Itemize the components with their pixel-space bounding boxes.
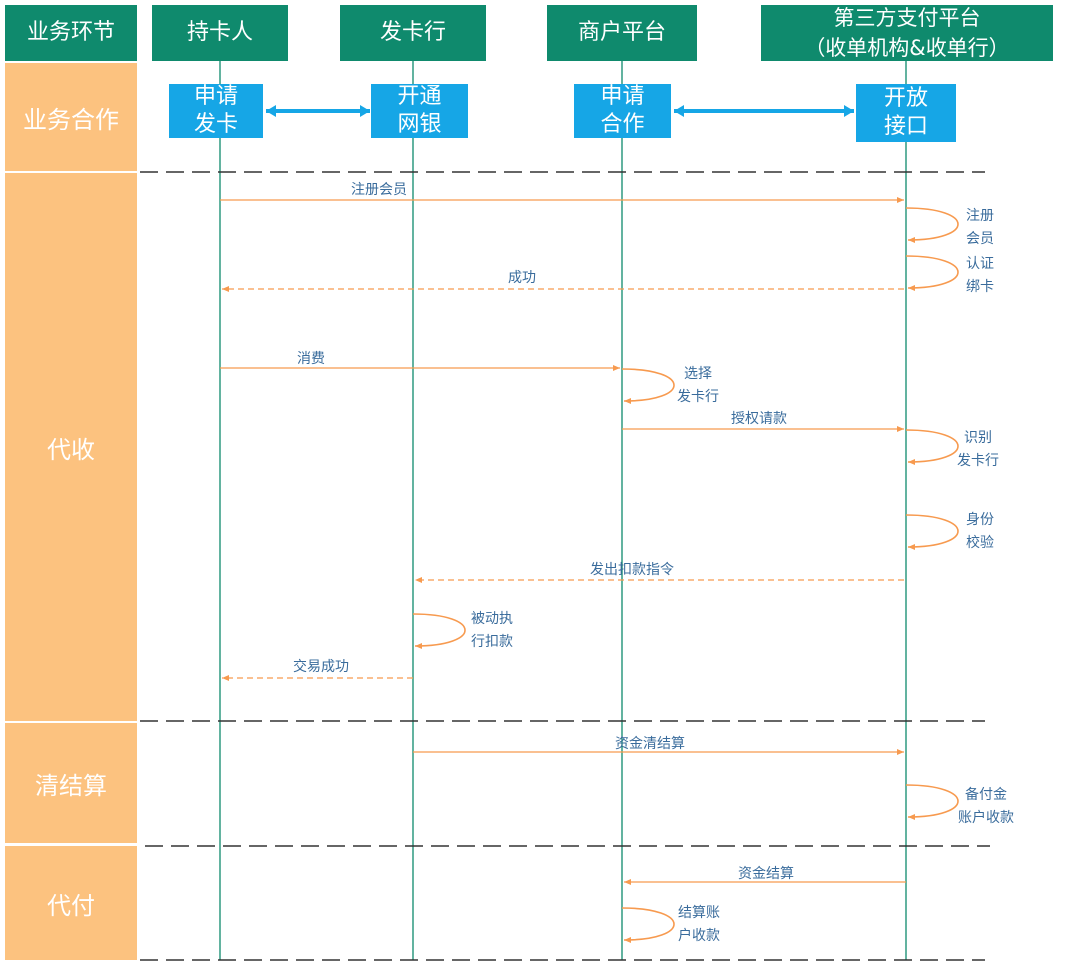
msg-clearing-label: 资金清结算: [615, 736, 685, 752]
note-id-check-line1: 身份: [966, 512, 994, 528]
self-loop-verify: [905, 255, 959, 291]
header-merchant: 商户平台: [547, 5, 697, 61]
msg-trade-success-label: 交易成功: [293, 659, 349, 675]
note-identify-issuer-line1: 识别: [964, 430, 992, 446]
note-passive-deduct-line2: 行扣款: [471, 634, 513, 650]
stage-cooperation-label: 业务合作: [23, 105, 119, 134]
note-reg-member-line2: 会员: [966, 231, 994, 247]
note-identify-issuer: 识别 发卡行: [957, 427, 999, 473]
note-settle-collect-line2: 户收款: [678, 928, 720, 944]
stage-settlement: 清结算: [5, 723, 137, 843]
header-third-party-line2: （收单机构&收单行）: [804, 36, 1010, 60]
note-choose-issuer-line1: 选择: [684, 366, 712, 382]
box-open-banking: 开通 网银: [371, 84, 468, 138]
header-merchant-label: 商户平台: [577, 20, 666, 45]
header-stage: 业务环节: [5, 5, 137, 61]
note-id-check-line2: 校验: [966, 535, 994, 551]
self-loop-choose: [621, 368, 675, 404]
box-open-api-line2: 接口: [883, 114, 928, 139]
note-choose-issuer-line2: 发卡行: [677, 389, 719, 405]
msg-deduct-label: 发出扣款指令: [590, 562, 674, 578]
stage-payment-label: 代付: [47, 891, 95, 920]
box-apply-card-line2: 发卡: [193, 112, 238, 137]
header-stage-label: 业务环节: [26, 20, 115, 45]
stage-collection: 代收: [5, 173, 137, 721]
note-reserve-collect-line1: 备付金: [965, 787, 1007, 803]
box-open-api-line1: 开放: [883, 86, 928, 111]
msg-settle-label: 资金结算: [738, 866, 794, 882]
note-settle-collect-line1: 结算账: [678, 905, 720, 921]
self-loop-idcheck: [905, 514, 959, 550]
note-choose-issuer: 选择 发卡行: [677, 363, 719, 409]
note-reserve-collect: 备付金 账户收款: [958, 784, 1014, 830]
note-reg-member: 注册 会员: [966, 205, 994, 251]
note-passive-deduct: 被动执 行扣款: [471, 608, 513, 654]
msg-consume-label: 消费: [297, 351, 325, 367]
msg-success-label: 成功: [508, 270, 536, 286]
note-id-check: 身份 校验: [966, 509, 994, 555]
header-third-party-line1: 第三方支付平台: [833, 6, 981, 30]
stage-collection-label: 代收: [47, 435, 95, 464]
note-verify-bind-line1: 认证: [966, 256, 994, 272]
note-verify-bind: 认证 绑卡: [966, 253, 994, 299]
msg-register-label: 注册会员: [351, 182, 407, 198]
note-identify-issuer-line2: 发卡行: [957, 453, 999, 469]
header-issuer-label: 发卡行: [379, 20, 446, 45]
box-apply-coop-line1: 申请: [600, 84, 645, 109]
self-loop-identify: [905, 429, 959, 465]
self-loop-register: [905, 207, 959, 243]
box-open-api: 开放 接口: [856, 84, 956, 142]
note-settle-collect: 结算账 户收款: [678, 902, 720, 948]
note-verify-bind-line2: 绑卡: [966, 279, 994, 295]
header-cardholder-label: 持卡人: [186, 20, 253, 45]
note-reg-member-line1: 注册: [966, 208, 994, 224]
header-cardholder: 持卡人: [152, 5, 288, 61]
self-loop-passive: [412, 613, 466, 649]
box-apply-card: 申请 发卡: [169, 84, 263, 138]
box-apply-coop-line2: 合作: [600, 112, 645, 137]
header-third-party: 第三方支付平台 （收单机构&收单行）: [761, 5, 1053, 61]
note-reserve-collect-line2: 账户收款: [958, 810, 1014, 826]
stage-payment: 代付: [5, 846, 137, 960]
box-apply-card-line1: 申请: [193, 84, 238, 109]
self-loop-reserve: [905, 784, 959, 820]
note-passive-deduct-line1: 被动执: [471, 611, 513, 627]
header-issuer: 发卡行: [340, 5, 486, 61]
stage-settlement-label: 清结算: [35, 771, 107, 800]
msg-auth-label: 授权请款: [731, 411, 787, 427]
stage-cooperation: 业务合作: [5, 63, 137, 171]
self-loop-settle: [621, 907, 675, 943]
box-apply-coop: 申请 合作: [574, 84, 671, 138]
box-open-banking-line1: 开通: [397, 84, 442, 109]
box-open-banking-line2: 网银: [397, 112, 442, 137]
